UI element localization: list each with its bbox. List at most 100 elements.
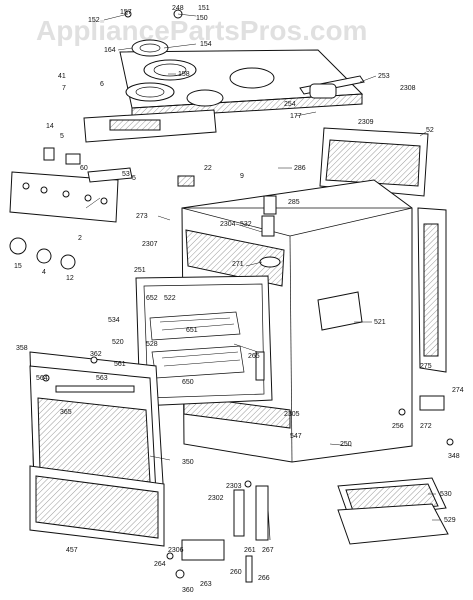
oven-rack-651	[149, 311, 241, 341]
spring-267	[267, 507, 271, 541]
label-41: 41	[58, 73, 66, 80]
watermark-text: AppliancePartsPros.com	[36, 15, 367, 46]
panel-knob-hole-5	[100, 197, 108, 205]
label-2308: 2308	[400, 85, 416, 92]
label-254: 254	[284, 101, 296, 108]
label-15: 15	[14, 263, 22, 270]
panel-knob-hole-2	[40, 186, 48, 194]
label-285: 285	[288, 199, 300, 206]
label-9: 9	[240, 173, 244, 180]
hinge-assembly	[166, 395, 454, 583]
part-272	[419, 395, 445, 411]
label-360: 360	[182, 587, 194, 594]
part-360	[175, 569, 185, 579]
burner-ring-inner-front	[135, 86, 165, 98]
label-265: 265	[248, 353, 260, 360]
label-358: 358	[16, 345, 28, 352]
label-348: 348	[448, 453, 460, 460]
label-2307: 2307	[142, 241, 158, 248]
label-266: 266	[258, 575, 270, 582]
label-251: 251	[134, 267, 146, 274]
label-4: 4	[42, 269, 46, 276]
hinge-261	[255, 485, 269, 541]
label-534: 534	[108, 317, 120, 324]
label-275: 275	[420, 363, 432, 370]
cabinet-corner-line	[289, 235, 293, 463]
label-7: 7	[62, 85, 66, 92]
part-labels: 248 157 151 152 150 164 154 158 41 7 6 2…	[14, 5, 464, 594]
label-2302: 2302	[208, 495, 224, 502]
oven-frame	[135, 275, 273, 407]
surface-burner-154	[131, 39, 169, 57]
igniter-module-254	[309, 83, 337, 99]
leader-lines	[85, 13, 440, 521]
side-trim-assembly	[319, 127, 447, 373]
label-164: 164	[104, 47, 116, 54]
label-6: 6	[100, 81, 104, 88]
label-2306: 2306	[168, 547, 184, 554]
label-547: 547	[290, 433, 302, 440]
part-256	[398, 408, 406, 416]
label-457: 457	[66, 547, 78, 554]
label-248: 248	[172, 5, 184, 12]
label-564: 564	[36, 375, 48, 382]
label-52: 52	[426, 127, 434, 134]
door-handle-563	[55, 385, 135, 393]
label-158: 158	[178, 71, 190, 78]
display-window	[109, 119, 161, 131]
label-286: 286	[294, 165, 306, 172]
label-528: 528	[146, 341, 158, 348]
label-532: 532	[240, 221, 252, 228]
label-14: 14	[46, 123, 54, 130]
broiler-pan-assembly	[337, 477, 449, 545]
burner-opening-rear-right	[229, 67, 275, 89]
part-2303	[244, 480, 252, 488]
label-529: 529	[444, 517, 456, 524]
label-177: 177	[290, 113, 302, 120]
label-53: 53	[122, 171, 130, 178]
part-532	[261, 215, 275, 237]
oven-frame-inner	[143, 283, 265, 399]
label-2: 2	[78, 235, 82, 242]
part-264	[166, 552, 174, 560]
label-151: 151	[198, 5, 210, 12]
hinge-2302	[233, 489, 245, 537]
side-panel-insulation	[423, 223, 439, 357]
bracket-53	[87, 167, 133, 183]
label-521: 521	[374, 319, 386, 326]
label-264: 264	[154, 561, 166, 568]
cabinet-top-edge	[181, 207, 413, 237]
panel-knob-hole-1	[22, 182, 30, 190]
label-563: 563	[96, 375, 108, 382]
switch-14	[43, 147, 55, 161]
label-530: 530	[440, 491, 452, 498]
knob-4	[36, 248, 52, 264]
burner-ring-inner	[153, 63, 187, 77]
burner-opening-front-right	[186, 89, 224, 107]
label-22: 22	[204, 165, 212, 172]
label-365: 365	[60, 409, 72, 416]
screw-564	[42, 374, 50, 382]
panel-knob-hole-3	[62, 190, 70, 198]
switch-60	[65, 153, 81, 165]
knob-12	[60, 254, 76, 270]
label-157: 157	[120, 9, 132, 16]
oven-frame-534	[135, 275, 273, 407]
label-520: 520	[112, 339, 124, 346]
part-285	[263, 195, 277, 215]
label-561: 561	[114, 361, 126, 368]
cooktop-assembly	[119, 9, 365, 119]
part-265	[255, 351, 265, 381]
label-651: 651	[186, 327, 198, 334]
label-12: 12	[66, 275, 74, 282]
drawer-front	[35, 475, 159, 539]
label-272: 272	[420, 423, 432, 430]
label-273: 273	[136, 213, 148, 220]
label-2309: 2309	[358, 119, 374, 126]
control-panel-2	[9, 171, 119, 223]
hinge-receiver-2306	[181, 539, 225, 561]
broiler-pan-529	[337, 503, 449, 545]
label-152: 152	[88, 17, 100, 24]
surface-burner-cap	[139, 43, 161, 53]
